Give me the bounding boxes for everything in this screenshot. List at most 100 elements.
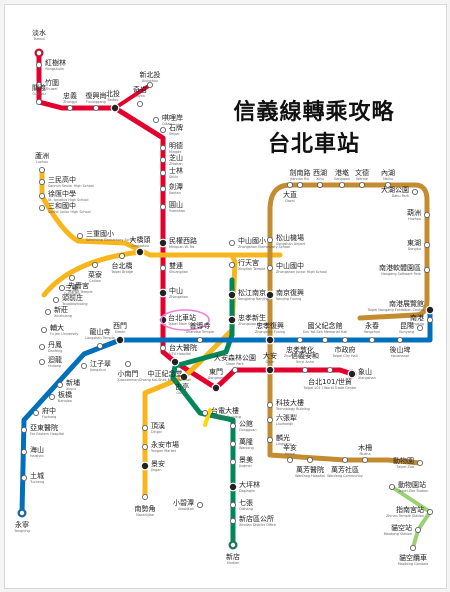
station-marker-zhongyi[interactable] (67, 105, 74, 112)
station-marker-houshanpi[interactable] (396, 336, 403, 343)
station-marker-zhongshanjh[interactable] (266, 264, 273, 271)
station-marker-technology[interactable] (266, 401, 273, 408)
station-marker-xinyianhe[interactable] (301, 366, 308, 373)
station-marker-cityhall[interactable] (341, 336, 348, 343)
station-marker-daqiaotou[interactable] (135, 247, 145, 257)
station-marker-wanlong[interactable] (229, 440, 236, 447)
station-marker-zhongxiaodunhua[interactable] (296, 336, 303, 343)
station-marker-banqiao[interactable] (49, 393, 56, 400)
station-marker-sanminhs[interactable] (39, 178, 46, 185)
station-marker-daan[interactable] (265, 365, 275, 375)
station-marker-zoostn[interactable] (388, 483, 395, 490)
station-marker-tamsui[interactable] (36, 50, 43, 57)
station-marker-xindian[interactable] (229, 542, 236, 549)
station-marker-maokonggondola[interactable] (409, 545, 416, 552)
station-marker-mingde[interactable] (159, 144, 166, 151)
station-marker-dazhi[interactable] (286, 181, 293, 188)
station-marker-jingan[interactable] (140, 461, 150, 471)
station-marker-shipai[interactable] (159, 127, 166, 134)
station-marker-haishan[interactable] (20, 448, 27, 455)
station-marker-yadong[interactable] (20, 426, 27, 433)
station-marker-songshanairport[interactable] (266, 236, 273, 243)
station-marker-beitou[interactable] (110, 103, 120, 113)
station-marker-minquanwrd[interactable] (158, 238, 168, 248)
station-marker-guandu[interactable] (36, 99, 43, 106)
station-marker-kunyang[interactable] (416, 324, 423, 331)
station-marker-taipower[interactable] (201, 409, 208, 416)
station-marker-yongchun[interactable] (368, 336, 375, 343)
station-marker-xinpu[interactable] (57, 381, 64, 388)
station-marker-yongan[interactable] (141, 443, 148, 450)
station-marker-shuanglian[interactable] (159, 264, 166, 271)
station-marker-fuxinggang[interactable] (93, 105, 100, 112)
station-marker-nangangsoft[interactable] (423, 266, 430, 273)
station-marker-neihu[interactable] (384, 181, 391, 188)
station-marker-songjiangnanjing[interactable] (227, 290, 237, 300)
station-marker-maokong[interactable] (414, 527, 421, 534)
station-marker-jingmei[interactable] (229, 458, 236, 465)
station-marker-sanhejhs[interactable] (39, 204, 46, 211)
station-marker-dingxi[interactable] (141, 424, 148, 431)
station-marker-yongning[interactable] (18, 509, 25, 516)
station-marker-longshan[interactable] (97, 342, 104, 349)
station-marker-xuheshs[interactable] (39, 192, 46, 199)
station-marker-taipei101[interactable] (326, 366, 333, 373)
station-marker-nangangexh[interactable] (425, 305, 435, 315)
station-marker-shilin[interactable] (159, 169, 166, 176)
station-marker-jiantan[interactable] (159, 185, 166, 192)
station-marker-xinbeitou[interactable] (146, 82, 153, 89)
station-marker-xihu[interactable] (316, 181, 323, 188)
station-marker-hongshulin[interactable] (36, 62, 43, 69)
station-marker-xinhai[interactable] (286, 456, 293, 463)
station-marker-sanchongel[interactable] (77, 232, 84, 239)
station-marker-donghu[interactable] (423, 241, 430, 248)
station-marker-danfeng[interactable] (39, 343, 46, 350)
station-marker-jiangzicui[interactable] (81, 362, 88, 369)
station-marker-zhishan[interactable] (159, 156, 166, 163)
station-marker-zhongshan[interactable] (158, 288, 168, 298)
station-marker-qiyan[interactable] (136, 101, 143, 108)
station-marker-wanfangcomm[interactable] (341, 456, 348, 463)
station-marker-guting[interactable] (179, 372, 189, 382)
station-marker-luzhou[interactable] (39, 166, 46, 173)
station-marker-wanfang[interactable] (306, 456, 313, 463)
station-marker-dahu[interactable] (411, 188, 418, 195)
station-marker-dongmen[interactable] (211, 383, 221, 393)
station-marker-huilong[interactable] (39, 358, 46, 365)
station-marker-xiaobitan[interactable] (196, 501, 203, 508)
station-marker-nangang[interactable] (426, 316, 433, 323)
station-marker-dapinglin[interactable] (228, 482, 238, 492)
station-marker-sunyatsen[interactable] (321, 336, 328, 343)
station-marker-zhongshanel[interactable] (228, 239, 235, 246)
station-marker-linguang[interactable] (266, 436, 273, 443)
station-marker-liuzhangli[interactable] (266, 416, 273, 423)
station-marker-qizhang[interactable] (229, 501, 236, 508)
station-marker-wende[interactable] (358, 181, 365, 188)
station-marker-xianse[interactable] (59, 284, 66, 291)
station-marker-touqianzhuang[interactable] (53, 296, 60, 303)
station-marker-xiangshan[interactable] (347, 369, 357, 379)
station-marker-zhongxiaoxinsheng[interactable] (227, 315, 237, 325)
station-marker-xinzhuang[interactable] (45, 308, 52, 315)
station-marker-taipeizoo[interactable] (416, 459, 423, 466)
station-marker-xingtiangong[interactable] (228, 261, 235, 268)
station-marker-zhuwei[interactable] (36, 82, 43, 89)
station-marker-tucheng[interactable] (20, 474, 27, 481)
station-marker-xiaonanmen[interactable] (125, 360, 132, 367)
station-marker-yuanshan[interactable] (159, 203, 166, 210)
station-marker-nanshijiao[interactable] (141, 493, 148, 500)
station-marker-zhinan[interactable] (426, 508, 433, 515)
station-marker-sanchong[interactable] (69, 274, 76, 281)
station-marker-furen[interactable] (41, 326, 48, 333)
station-marker-jiannan[interactable] (296, 181, 303, 188)
station-marker-xindiando[interactable] (229, 518, 236, 525)
station-marker-cailiao[interactable] (92, 261, 99, 268)
station-marker-huzhou[interactable] (423, 211, 430, 218)
station-marker-nanjingfuxing[interactable] (265, 290, 275, 300)
station-marker-fuzhong[interactable] (33, 409, 40, 416)
station-marker-qilian[interactable] (152, 117, 159, 124)
station-marker-ntuh[interactable] (159, 344, 166, 351)
station-marker-muzha[interactable] (361, 456, 368, 463)
station-marker-cks[interactable] (170, 357, 180, 367)
station-marker-taipeibridge[interactable] (119, 252, 126, 259)
